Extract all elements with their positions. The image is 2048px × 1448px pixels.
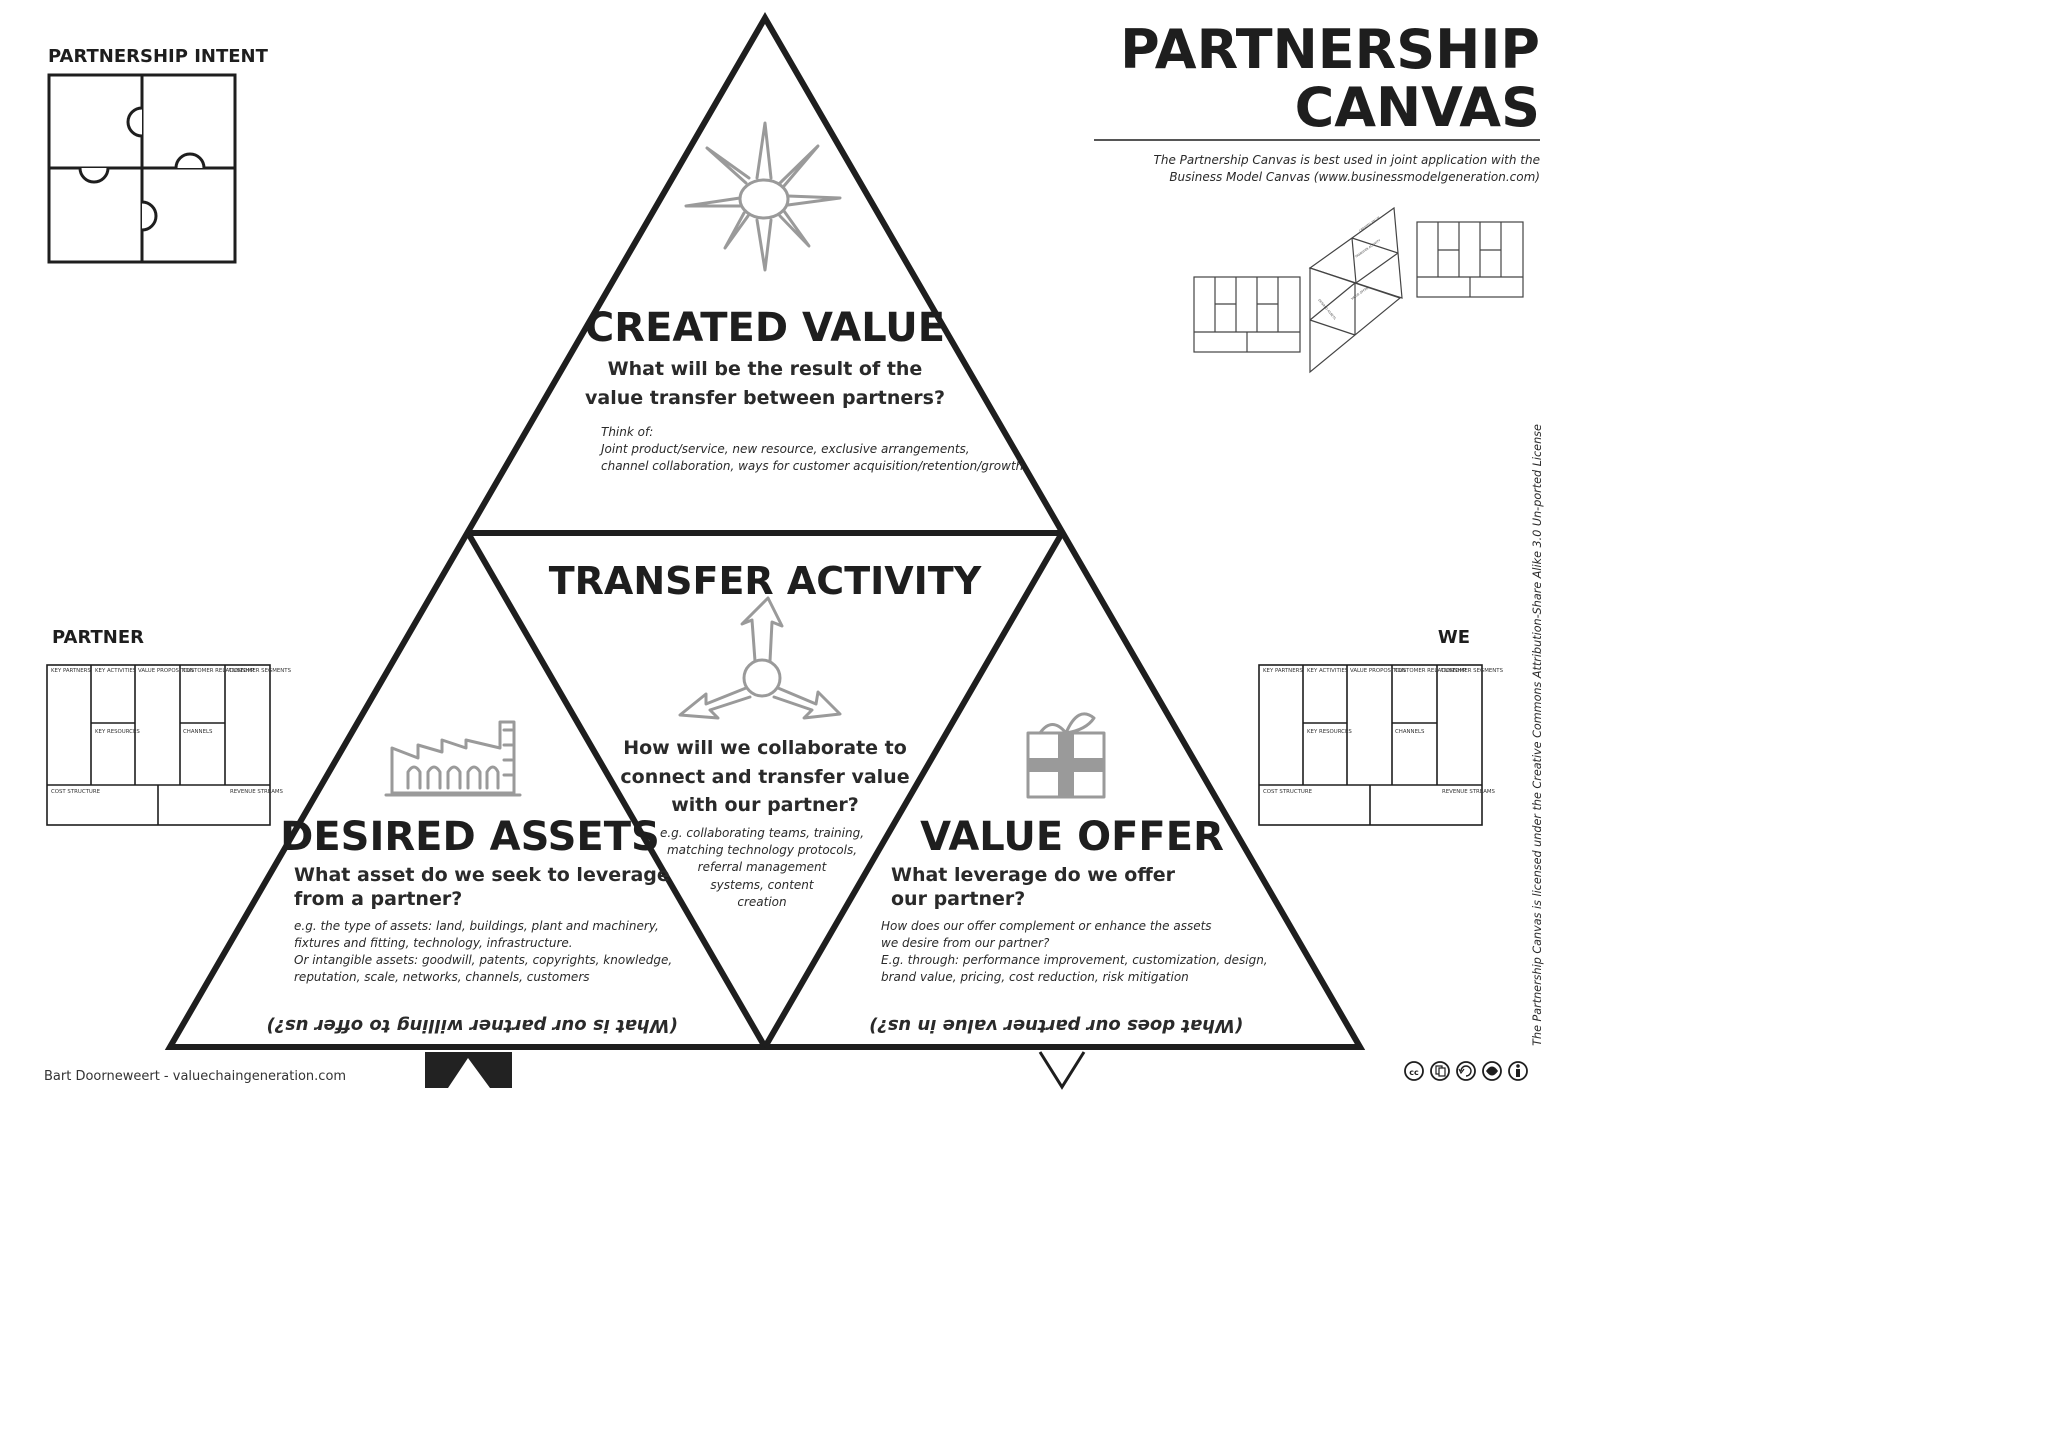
- factory-icon: [384, 720, 522, 797]
- author-credit: Bart Doorneweert - valuechaingeneration.…: [44, 1069, 346, 1084]
- we-customer-relationship: CUSTOMER RELATIONSHIP: [1395, 668, 1467, 674]
- created-value-hint-line2: Joint product/service, new resource, exc…: [599, 442, 970, 456]
- we-value-proposition: VALUE PROPOSITION: [1350, 668, 1406, 674]
- we-channels: CHANNELS: [1395, 729, 1425, 735]
- desired-assets-hint-line1: e.g. the type of assets: land, buildings…: [294, 919, 659, 933]
- we-revenue-streams: REVENUE STREAMS: [1442, 789, 1496, 795]
- partner-key-activities: KEY ACTIVITIES: [95, 668, 137, 674]
- partner-bmc: [46, 664, 271, 826]
- preview-triangles: [1308, 206, 1403, 374]
- partner-cost-structure: COST STRUCTURE: [51, 789, 101, 795]
- partner-key-resources: KEY RESOURCES: [95, 729, 140, 735]
- value-offer-title: VALUE OFFER: [920, 814, 1224, 860]
- transfer-activity-question-line2: connect and transfer value: [620, 766, 909, 788]
- created-value-hint-line1: Think of:: [601, 425, 653, 439]
- copy-icon: [1430, 1061, 1450, 1081]
- noncommercial-icon: [1482, 1061, 1502, 1081]
- created-value-hint-line3: channel collaboration, ways for customer…: [601, 459, 1023, 473]
- value-offer-hint-line2: we desire from our partner?: [881, 936, 1050, 950]
- we-key-resources: KEY RESOURCES: [1307, 729, 1352, 735]
- we-key-activities: KEY ACTIVITIES: [1307, 668, 1349, 674]
- subtitle-line2: Business Model Canvas (www.businessmodel…: [1169, 170, 1540, 184]
- desired-assets-hint-line4: reputation, scale, networks, channels, c…: [294, 970, 590, 984]
- partner-revenue-streams: REVENUE STREAMS: [230, 789, 284, 795]
- created-value-title: CREATED VALUE: [585, 305, 945, 351]
- partner-key-partners: KEY PARTNERS: [51, 668, 91, 674]
- value-offer-hint-line4: brand value, pricing, cost reduction, ri…: [881, 970, 1189, 984]
- gift-icon: [1026, 712, 1106, 799]
- value-offer-question-line2: our partner?: [891, 888, 1025, 910]
- canvas-artwork: PARTNERSHIP CANVAS The Partnership Canva…: [44, 12, 1544, 1090]
- transfer-activity-hint-line5: creation: [737, 895, 786, 909]
- svg-text:cc: cc: [1409, 1068, 1419, 1077]
- preview-bmc-left: [1193, 276, 1301, 353]
- partnership-intent-label: PARTNERSHIP INTENT: [48, 46, 269, 67]
- connector-tab-right: [1038, 1051, 1086, 1090]
- main-title-line1: PARTNERSHIP: [1120, 18, 1540, 81]
- partner-customer-segments: CUSTOMER SEGMENTS: [229, 668, 292, 674]
- main-triangle: [164, 12, 1366, 1050]
- attribution-icon: [1508, 1061, 1528, 1081]
- value-offer-question-line1: What leverage do we offer: [891, 864, 1176, 886]
- partner-value-proposition: VALUE PROPOSITION: [138, 668, 194, 674]
- subtitle-line1: The Partnership Canvas is best used in j…: [1154, 153, 1540, 167]
- main-title-line2: CANVAS: [1295, 76, 1540, 139]
- desired-assets-question-line2: from a partner?: [294, 888, 462, 910]
- desired-assets-title: DESIRED ASSETS: [280, 814, 660, 860]
- partner-label: PARTNER: [52, 627, 144, 648]
- value-offer-hint-line3: E.g. through: performance improvement, c…: [881, 953, 1268, 967]
- transfer-activity-question-line3: with our partner?: [671, 794, 859, 816]
- cc-icon: cc: [1404, 1061, 1424, 1081]
- partner-channels: CHANNELS: [183, 729, 213, 735]
- connector-tab-left: [425, 1052, 512, 1088]
- sun-icon: [684, 121, 842, 272]
- created-value-question-line1: What will be the result of the: [608, 358, 923, 380]
- transfer-activity-hint-line4: systems, content: [710, 878, 815, 892]
- desired-assets-hint-line2: fixtures and fitting, technology, infras…: [294, 936, 573, 950]
- we-cost-structure: COST STRUCTURE: [1263, 789, 1313, 795]
- puzzle-icon: [47, 73, 237, 264]
- transfer-activity-hint-line2: matching technology protocols,: [667, 843, 857, 857]
- we-label: WE: [1438, 627, 1470, 648]
- we-bmc: [1258, 664, 1483, 826]
- partner-customer-relationship: CUSTOMER RELATIONSHIP: [183, 668, 255, 674]
- we-customer-segments: CUSTOMER SEGMENTS: [1441, 668, 1504, 674]
- desired-assets-question-line1: What asset do we seek to leverage: [294, 864, 670, 886]
- desired-assets-upside-down: (What is our partner willing to offer us…: [266, 1015, 677, 1036]
- transfer-activity-question-line1: How will we collaborate to: [623, 737, 907, 759]
- three-arrows-icon: [678, 596, 842, 720]
- license-text: The Partnership Canvas is licensed under…: [1531, 424, 1544, 1046]
- partnership-canvas-page: PARTNERSHIP CANVAS The Partnership Canva…: [44, 12, 1544, 1090]
- remix-icon: [1456, 1061, 1476, 1081]
- transfer-activity-hint-line1: e.g. collaborating teams, training,: [660, 826, 864, 840]
- preview-bmc-right: [1416, 221, 1524, 298]
- transfer-activity-title: TRANSFER ACTIVITY: [549, 559, 982, 603]
- cc-license-icons: cc: [1404, 1061, 1528, 1081]
- value-offer-upside-down: (What does our partner value in us?): [869, 1015, 1243, 1036]
- desired-assets-hint-line3: Or intangible assets: goodwill, patents,…: [294, 953, 672, 967]
- transfer-activity-hint-line3: referral management: [698, 860, 828, 874]
- preview-thumbnail: CREATED VALUE TRANSFER ACTIVITY DESIRED …: [1193, 206, 1524, 374]
- created-value-question-line2: value transfer between partners?: [585, 387, 945, 409]
- we-key-partners: KEY PARTNERS: [1263, 668, 1303, 674]
- value-offer-hint-line1: How does our offer complement or enhance…: [881, 919, 1212, 933]
